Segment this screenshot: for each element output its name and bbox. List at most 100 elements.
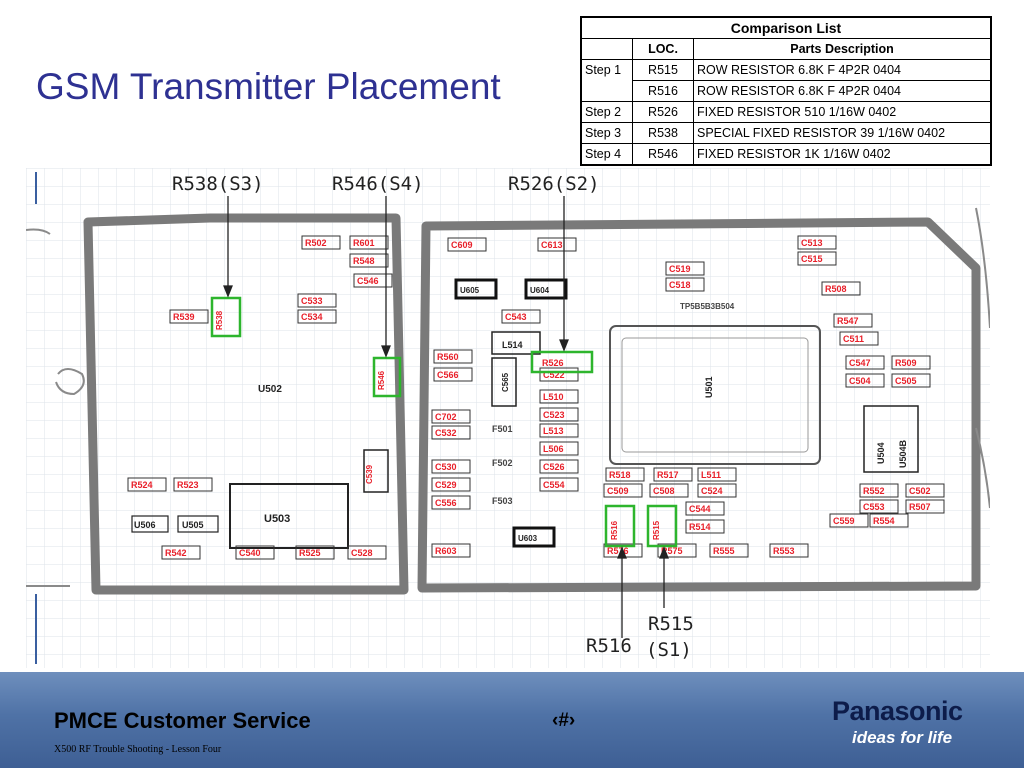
component-c529: C529 [431,477,471,492]
component-label: R509 [895,358,917,368]
component-label: R576 [607,546,629,556]
table-header-step [580,38,633,60]
component-c556: C556 [431,495,471,510]
component-c513: C513 [797,235,837,250]
component-label: C702 [435,412,457,422]
component-label: C543 [505,312,527,322]
component-c526: C526 [539,459,579,474]
component-label: R575 [661,546,683,556]
component-c566: C566 [433,367,473,382]
component-r508: R508 [821,281,861,296]
component-outline [905,499,945,514]
component-outline [905,483,945,498]
component-label: R518 [609,470,631,480]
component-c508: C508 [649,483,689,498]
component-label: C554 [543,480,565,490]
table-header-loc: LOC. [632,38,694,60]
component-c553: C553 [859,499,899,514]
component-r509: R509 [891,355,931,370]
component-outline [349,253,389,268]
component-outline [891,373,931,388]
component-r539: R539 [169,309,209,324]
component-outline [349,235,389,250]
component-outline [697,483,737,498]
component-l513: L513 [539,423,579,438]
comparison-table: Comparison List LOC. Parts Description S… [580,16,992,166]
callout-s1: (S1) [646,639,692,661]
component-label: C544 [689,504,711,514]
component-label: R514 [689,522,711,532]
chip-label-u503: U503 [264,513,290,525]
component-r547: R547 [833,313,873,328]
board-edge-contour [975,207,990,509]
component-label: C511 [843,334,864,344]
component-label: C528 [351,548,373,558]
chip-u503 [229,483,349,549]
component-c544: C544 [685,501,725,516]
component-label: C566 [437,370,459,380]
component-outline [537,237,577,252]
chip-label-u603: U603 [518,534,538,543]
component-outline [539,367,579,382]
component-c554: C554 [539,477,579,492]
component-label: C502 [909,486,931,496]
component-outline [769,543,809,558]
table-cell-step [580,80,633,102]
component-c515: C515 [797,251,837,266]
highlight-r538 [210,296,242,338]
component-c540: C540 [235,545,275,560]
component-c543: C543 [501,309,541,324]
component-outline [605,467,645,482]
component-outline [539,423,579,438]
table-cell-step: Step 4 [580,143,633,166]
label-f503: F503 [492,496,513,506]
chip-u605 [454,278,498,300]
highlight-r546 [372,356,402,398]
component-outline [539,389,579,404]
component-outline [431,495,471,510]
component-r507: R507 [905,499,945,514]
chip-label-u505: U505 [182,520,204,530]
slide-title: GSM Transmitter Placement [36,66,501,107]
component-label: C540 [239,548,261,558]
chip-c565 [491,357,517,407]
component-l511: L511 [697,467,737,482]
component-outline [685,501,725,516]
callout-r546: R546(S4) [332,173,424,195]
table-row: Step 2 R526 FIXED RESISTOR 510 1/16W 040… [580,101,992,123]
footer-page-number: ‹#› [552,710,576,731]
component-label: C556 [435,498,457,508]
brand-logo: Panasonic [832,696,963,726]
component-c502: C502 [905,483,945,498]
component-r560: R560 [433,349,473,364]
chip-u501 [609,325,821,465]
component-outline [665,261,705,276]
component-r601: R601 [349,235,389,250]
component-label: C533 [301,296,323,306]
component-outline [653,467,693,482]
component-outline [539,459,579,474]
component-label: C505 [895,376,917,386]
component-label: C609 [451,240,473,250]
component-c511: C511 [839,331,879,346]
component-outline [161,545,201,560]
chip-u506 [131,515,169,533]
component-label: C534 [301,312,323,322]
component-label: C529 [435,480,457,490]
component-r514: R514 [685,519,725,534]
table-header-desc: Parts Description [693,38,992,60]
component-c523: C523 [539,407,579,422]
chip-label-c565: C565 [501,372,510,392]
callout-r526: R526(S2) [508,173,600,195]
label-tp: TP5B5B3B504 [680,302,735,311]
component-r548: R548 [349,253,389,268]
chip-u504 [863,405,919,473]
component-label: R524 [131,480,153,490]
component-r554: R554 [869,513,909,528]
component-label: R553 [773,546,795,556]
component-label: R525 [299,548,321,558]
component-label: C553 [863,502,885,512]
component-r517: R517 [653,467,693,482]
component-outline [297,309,337,324]
